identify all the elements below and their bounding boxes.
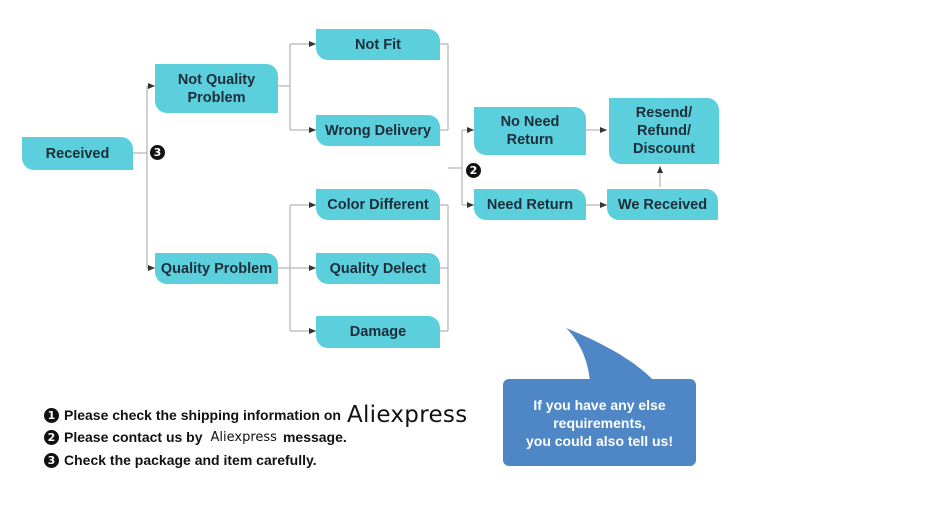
speech-bubble: If you have any else requirements, you c…	[503, 379, 696, 466]
node-not-fit: Not Fit	[316, 29, 440, 60]
node-we-received: We Received	[607, 189, 718, 220]
node-wrong-delivery: Wrong Delivery	[316, 115, 440, 146]
note-3-number-icon: 3	[44, 452, 59, 468]
note-2: 2 Please contact us by Aliexpress messag…	[44, 429, 347, 445]
node-resend-refund-discount: Resend/ Refund/ Discount	[609, 98, 719, 164]
note-3: 3 Check the package and item carefully.	[44, 452, 317, 468]
node-received: Received	[22, 137, 133, 170]
note-2-suffix: message.	[282, 429, 347, 445]
marker-2-icon: 2	[466, 163, 481, 178]
note-1-brand: Aliexpress	[346, 402, 468, 428]
node-color-different: Color Different	[316, 189, 440, 220]
node-not-quality-problem: Not Quality Problem	[155, 64, 278, 113]
node-need-return: Need Return	[474, 189, 586, 220]
note-2-text: Please contact us by	[64, 429, 203, 445]
node-damage: Damage	[316, 316, 440, 348]
note-3-text: Check the package and item carefully.	[64, 452, 317, 468]
marker-3-icon: 3	[150, 145, 165, 160]
node-quality-delect: Quality Delect	[316, 253, 440, 284]
node-quality-problem: Quality Problem	[155, 253, 278, 284]
note-2-brand: Aliexpress	[210, 429, 277, 445]
note-2-number-icon: 2	[44, 429, 59, 445]
note-1: 1 Please check the shipping information …	[44, 402, 467, 428]
node-no-need-return: No Need Return	[474, 107, 586, 155]
note-1-number-icon: 1	[44, 407, 59, 423]
note-1-text: Please check the shipping information on	[64, 407, 341, 423]
